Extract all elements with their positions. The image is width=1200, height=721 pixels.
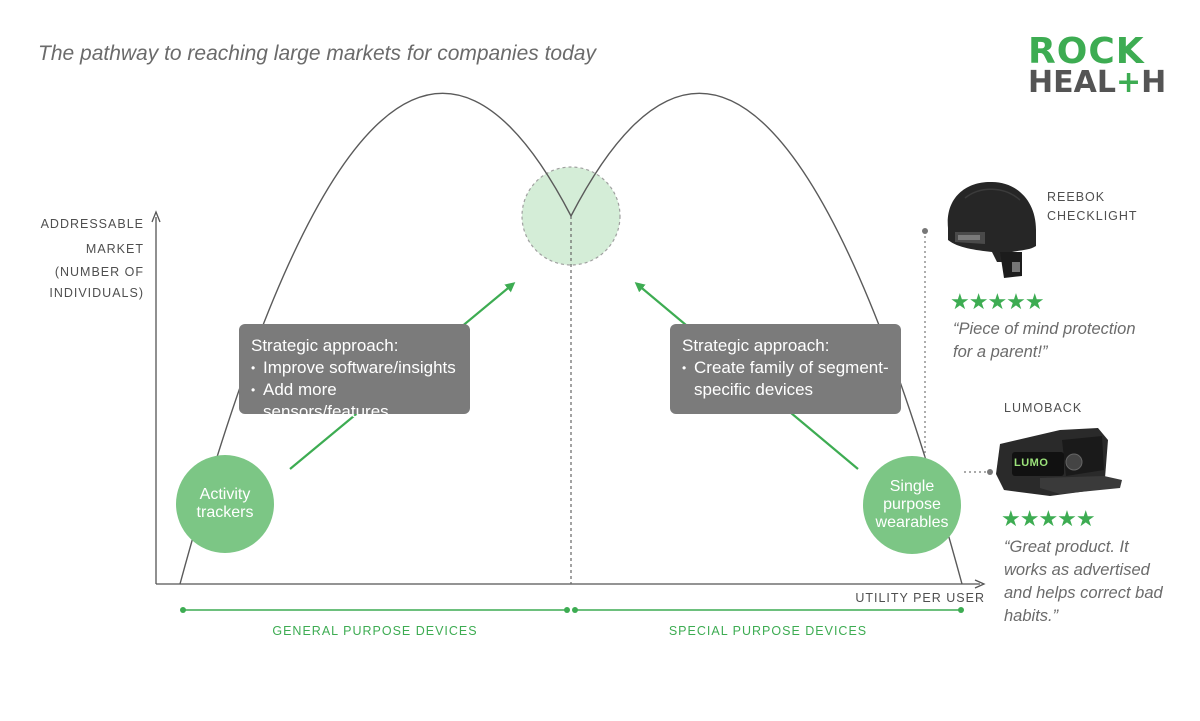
lumoback-connector-dot — [987, 469, 993, 475]
reebok-connector-dot — [922, 228, 928, 234]
logo-plus: + — [1115, 65, 1142, 100]
strategy-bullet: Create family of segment-specific device… — [682, 357, 889, 401]
reebok-name: REEBOK CHECKLIGHT — [1047, 188, 1138, 226]
left-strategy-box: Strategic approach: Improve software/ins… — [239, 324, 470, 421]
y-axis-label-line: INDIVIDUALS) — [49, 286, 144, 300]
logo-line2-b: H — [1141, 65, 1167, 100]
single-purpose-circle — [863, 456, 961, 554]
logo-line1: ROCK — [1028, 31, 1145, 72]
y-axis-label-line: ADDRESSABLE — [40, 217, 144, 231]
activity-trackers-circle — [176, 455, 274, 553]
single-purpose-label: Single purpose wearables — [875, 478, 949, 531]
cap-icon — [947, 181, 1036, 278]
page-title: The pathway to reaching large markets fo… — [38, 42, 596, 65]
logo-line2-a: HEAL — [1028, 65, 1116, 100]
y-axis-label-line: MARKET — [85, 242, 144, 256]
reebok-rating-stars: ★★★★★ — [950, 289, 1045, 314]
lumo-device-label: LUMO — [1014, 457, 1049, 469]
product-name-line: CHECKLIGHT — [1047, 209, 1138, 223]
activity-trackers-label: Activity trackers — [196, 486, 254, 521]
special-segment-start — [572, 607, 578, 613]
general-purpose-label: GENERAL PURPOSE DEVICES — [272, 624, 478, 638]
rock-health-logo: ROCK HEAL+H — [1028, 31, 1166, 100]
strategy-bullet: Improve software/insights — [251, 357, 458, 379]
lumoback-rating-stars: ★★★★★ — [1001, 506, 1096, 531]
x-axis-arrow — [974, 579, 986, 589]
strategy-bullet: Add more sensors/features — [251, 379, 458, 423]
logo-line2: HEAL+H — [1028, 65, 1166, 100]
y-axis-arrow — [151, 210, 161, 223]
strategy-heading: Strategic approach: — [251, 336, 399, 355]
y-axis-label-line: (NUMBER OF — [54, 265, 144, 279]
posture-belt-icon — [996, 428, 1122, 496]
general-segment-end — [564, 607, 570, 613]
right-strategy-box: Strategic approach: Create family of seg… — [670, 324, 901, 414]
special-segment-end — [958, 607, 964, 613]
lumoback-quote: “Great product. It works as advertised a… — [1004, 538, 1163, 625]
general-segment-start — [180, 607, 186, 613]
strategy-heading: Strategic approach: — [682, 336, 830, 355]
y-axis-label: ADDRESSABLE MARKET (NUMBER OF INDIVIDUAL… — [30, 212, 144, 304]
lumoback-name: LUMOBACK — [1004, 401, 1083, 415]
market-curve — [179, 92, 963, 585]
special-purpose-label: SPECIAL PURPOSE DEVICES — [668, 624, 868, 638]
reebok-quote: “Piece of mind protection for a parent!” — [953, 320, 1136, 361]
x-axis-label: UTILITY PER USER — [855, 591, 985, 605]
product-name-line: REEBOK — [1047, 190, 1106, 204]
